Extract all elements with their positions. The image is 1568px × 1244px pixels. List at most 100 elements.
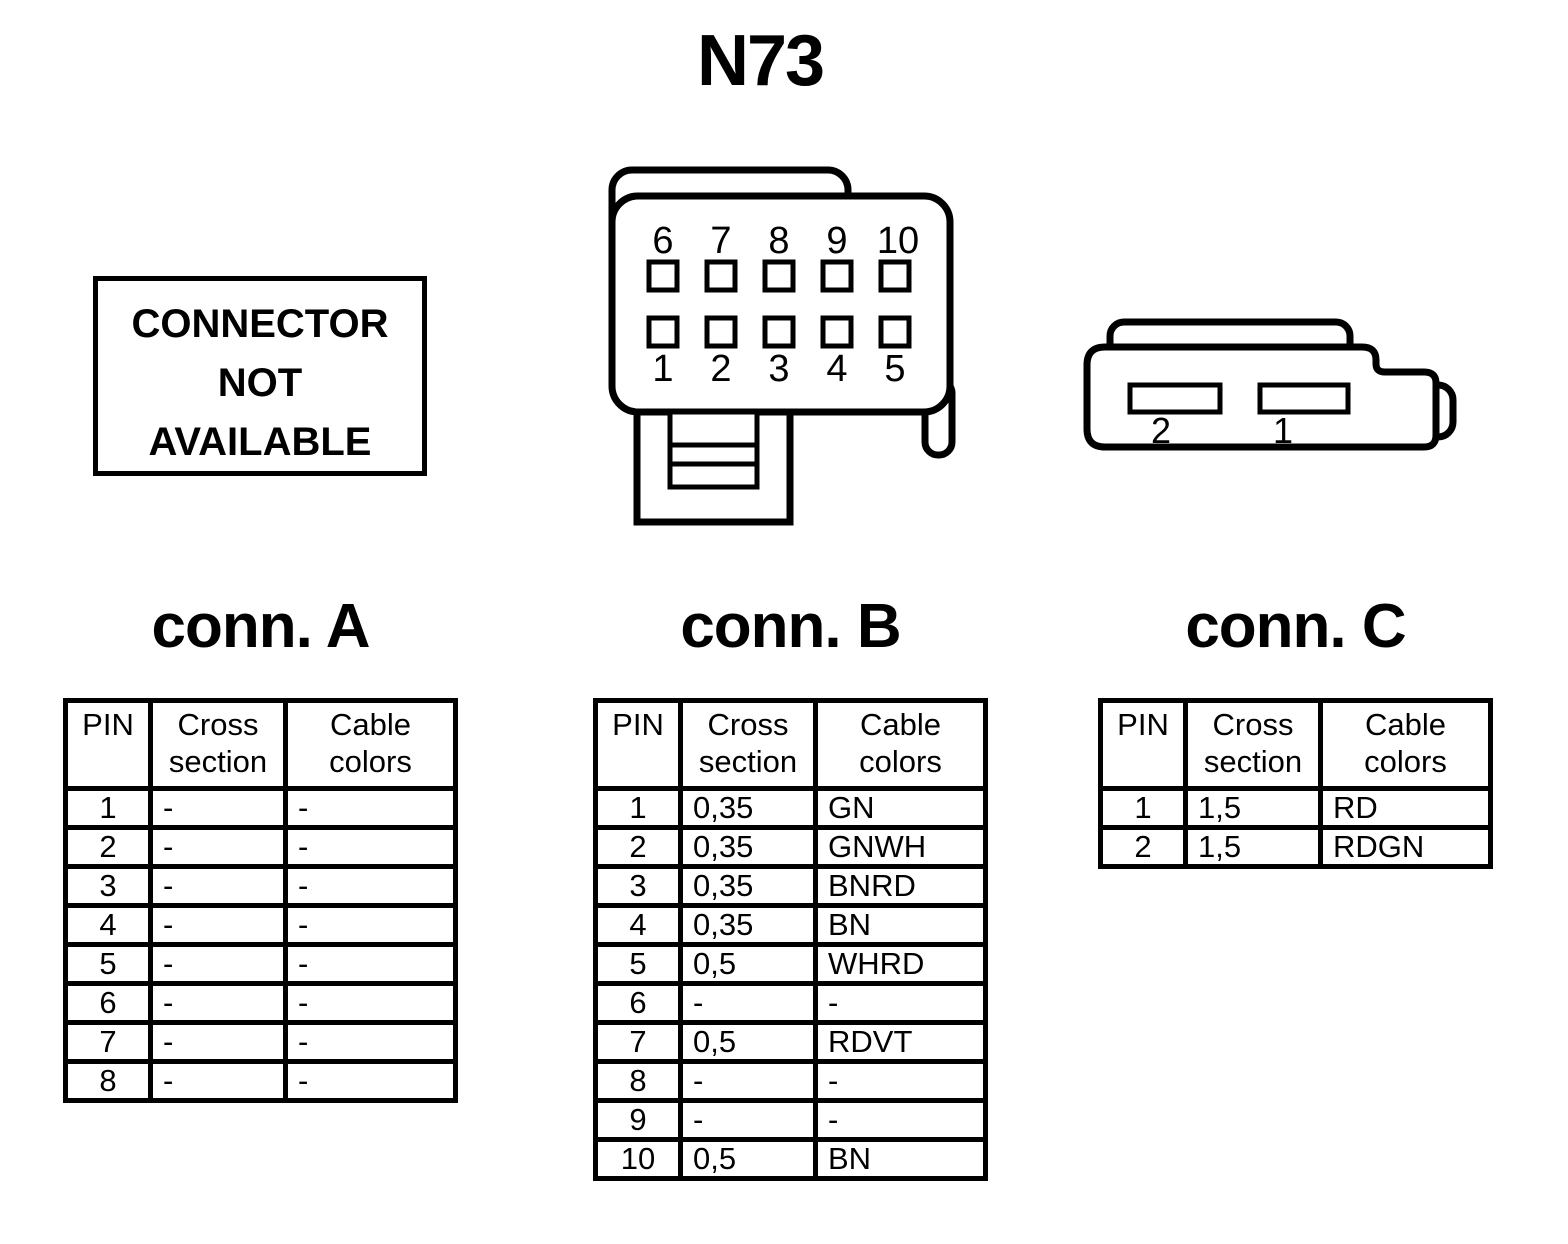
pin-label-6: 6 [652,220,673,262]
pin-cell: 1 [1098,786,1188,830]
pin-cell: 6 [593,981,683,1025]
pin-label-10: 10 [877,220,919,262]
pin-slot-1 [1257,382,1351,415]
cable-color-cell: - [813,981,988,1025]
pin-hole-7 [704,259,738,293]
pin-label-7: 7 [710,220,731,262]
cable-color-cell: GNWH [813,825,988,869]
cross-section-cell: - [678,1059,818,1103]
pin-cell: 1 [63,786,153,830]
pin-cell: 2 [63,825,153,869]
cross-section-cell: 1,5 [1183,786,1323,830]
cable-color-cell: - [283,981,458,1025]
pin-hole-5 [878,315,912,349]
table-row: 8-- [593,1059,988,1103]
pin-label-2: 2 [1151,410,1171,451]
table-row: 9-- [593,1098,988,1142]
table-row: 2-- [63,825,458,869]
cross-section-cell: - [148,864,288,908]
na-line-3: AVAILABLE [148,420,372,464]
cable-color-cell: - [813,1098,988,1142]
pin-cell: 1 [593,786,683,830]
cable-color-cell: - [283,864,458,908]
pin-cell: 8 [593,1059,683,1103]
table-row: 8-- [63,1059,458,1103]
pin-cell: 5 [63,942,153,986]
pin-hole-10 [878,259,912,293]
cable-color-cell: BN [813,903,988,947]
cable-color-cell: WHRD [813,942,988,986]
table-row: 3-- [63,864,458,908]
connector-c-drawing: 2 1 [1083,318,1457,451]
pin-hole-2 [704,315,738,349]
pin-hole-4 [820,315,854,349]
pin-cell: 4 [593,903,683,947]
pin-cell: 10 [593,1137,683,1181]
pin-label-8: 8 [768,220,789,262]
pin-hole-3 [762,315,796,349]
pin-cell: 6 [63,981,153,1025]
connector-lock-slot [667,409,760,490]
column-header: Cable colors [1318,698,1493,791]
cable-color-cell: GN [813,786,988,830]
table-row: 4-- [63,903,458,947]
pin-hole-1 [646,315,680,349]
column-header: Cross section [1183,698,1323,791]
column-header: PIN [1098,698,1188,791]
cable-color-cell: RDGN [1318,825,1493,869]
cross-section-cell: 0,35 [678,786,818,830]
column-header: PIN [593,698,683,791]
cable-color-cell: - [283,1020,458,1064]
pin-hole-8 [762,259,796,293]
column-header: Cross section [678,698,818,791]
column-header: Cable colors [813,698,988,791]
pin-cell: 8 [63,1059,153,1103]
pin-label-5: 5 [884,348,905,390]
cross-section-cell: 0,35 [678,825,818,869]
pin-cell: 9 [593,1098,683,1142]
cross-section-cell: - [148,786,288,830]
pin-hole-6 [646,259,680,293]
cable-color-cell: BNRD [813,864,988,908]
component-title: N73 [696,21,825,101]
pin-label-3: 3 [768,348,789,390]
conn-b-title: conn. B [680,592,901,661]
cross-section-cell: 0,5 [678,1020,818,1064]
conn-c-title: conn. C [1185,592,1406,661]
cable-color-cell: - [283,786,458,830]
cross-section-cell: - [148,1020,288,1064]
cable-color-cell: BN [813,1137,988,1181]
cross-section-cell: - [148,825,288,869]
cable-color-cell: - [283,825,458,869]
table-row: 6-- [63,981,458,1025]
pin-label-4: 4 [826,348,847,390]
cross-section-cell: 1,5 [1183,825,1323,869]
table-row: 6-- [593,981,988,1025]
column-header: Cross section [148,698,288,791]
pin-cell: 5 [593,942,683,986]
pin-cell: 7 [63,1020,153,1064]
cross-section-cell: 0,35 [678,903,818,947]
cross-section-cell: - [148,1059,288,1103]
connector-not-available-box: CONNECTOR NOT AVAILABLE [93,276,427,476]
pin-cell: 7 [593,1020,683,1064]
cable-color-cell: - [813,1059,988,1103]
pin-hole-9 [820,259,854,293]
